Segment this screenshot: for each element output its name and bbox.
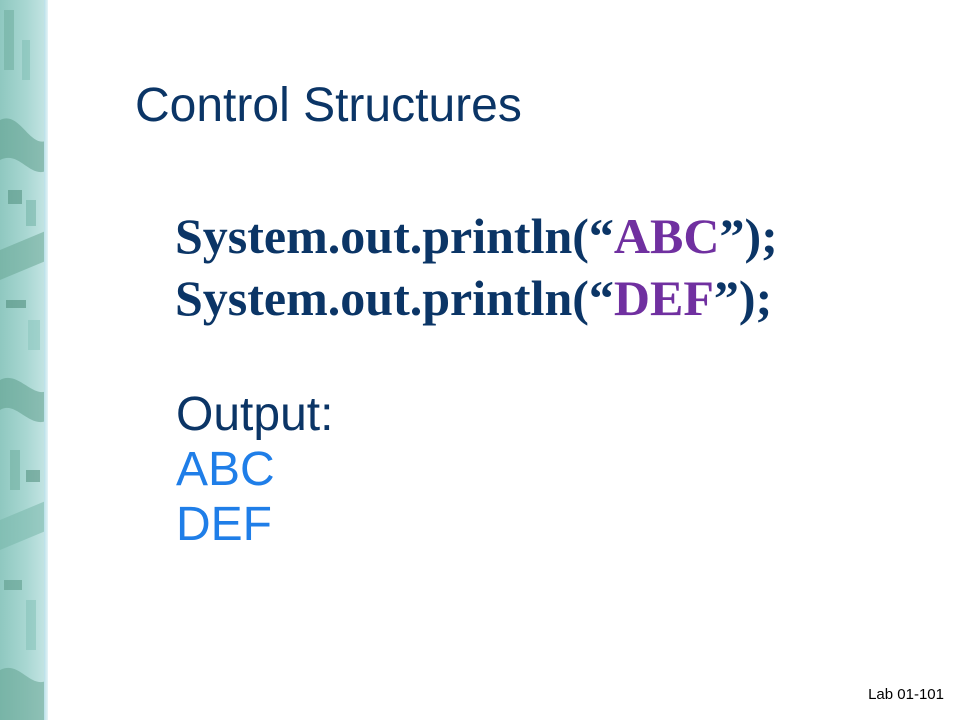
slide-title: Control Structures: [135, 79, 522, 132]
side-strip-edge: [44, 0, 48, 720]
close-quote: ”: [719, 208, 745, 264]
slide-footer: Lab 01-101: [868, 686, 944, 703]
code-prefix: System.out.println(: [175, 208, 589, 264]
output-line-1: ABC: [176, 443, 275, 496]
code-prefix: System.out.println(: [175, 270, 589, 326]
decorative-side-strip: [0, 0, 48, 720]
open-quote: “: [588, 270, 614, 326]
output-block: Output: ABC DEF: [176, 387, 333, 552]
output-label: Output:: [176, 388, 334, 441]
code-block: System.out.println(“ABC”); System.out.pr…: [175, 205, 778, 329]
string-literal: ABC: [613, 208, 720, 264]
code-suffix: );: [744, 208, 778, 264]
code-line-2: System.out.println(“DEF”);: [175, 267, 778, 329]
code-line-1: System.out.println(“ABC”);: [175, 205, 778, 267]
open-quote: “: [588, 208, 614, 264]
output-line-2: DEF: [176, 498, 272, 551]
string-literal: DEF: [613, 270, 714, 326]
close-quote: ”: [713, 270, 739, 326]
code-suffix: );: [738, 270, 773, 326]
